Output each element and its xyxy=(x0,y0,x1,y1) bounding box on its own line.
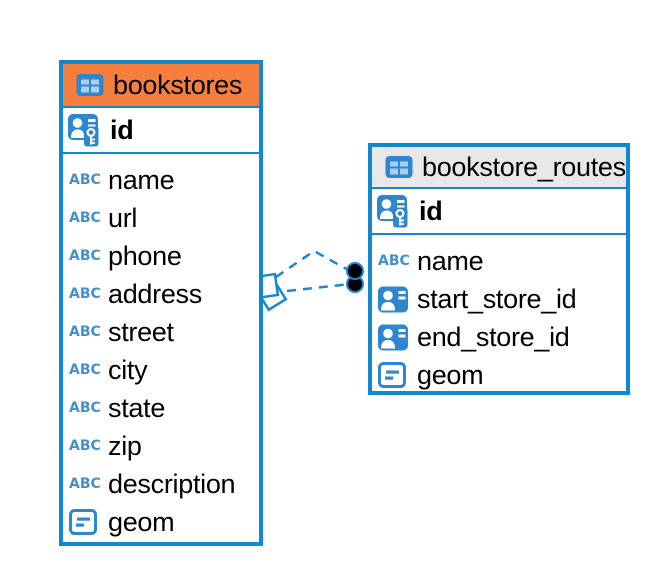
table-bookstores[interactable]: bookstores id ABC xyxy=(59,60,263,546)
column-row-zip[interactable]: ABC zip xyxy=(63,427,259,465)
table-bookstore-routes[interactable]: bookstore_routes id xyxy=(368,143,630,395)
text-type-icon: ABC xyxy=(69,362,101,378)
column-row-state[interactable]: ABC state xyxy=(63,389,259,427)
column-name: geom xyxy=(108,506,175,537)
relationship-connector[interactable] xyxy=(252,249,364,312)
relationship-line-upper[interactable] xyxy=(275,249,353,279)
table-bookstore-routes-header[interactable]: bookstore_routes xyxy=(372,147,626,189)
dot-end-marker xyxy=(346,262,364,293)
column-name: zip xyxy=(108,430,142,461)
table-bookstores-columns: ABC name ABC url ABC phone ABC address A… xyxy=(63,154,259,541)
primary-key-icon xyxy=(68,113,104,147)
column-row-city[interactable]: ABC city xyxy=(63,351,259,389)
text-type-icon: ABC xyxy=(69,286,101,302)
column-name: state xyxy=(108,392,166,423)
table-title: bookstores xyxy=(113,69,243,100)
column-name: city xyxy=(108,354,148,385)
text-type-icon: ABC xyxy=(378,253,410,269)
column-row-id[interactable]: id xyxy=(372,189,626,235)
table-icon xyxy=(385,154,413,180)
column-name: geom xyxy=(417,359,484,390)
relationship-line-lower[interactable] xyxy=(286,282,351,293)
text-type-icon: ABC xyxy=(69,476,101,492)
foreign-key-type-icon xyxy=(378,324,409,351)
column-name: address xyxy=(108,278,202,309)
column-name: phone xyxy=(108,240,182,271)
table-bookstore-routes-columns: ABC name start_store_id xyxy=(372,235,626,391)
column-name: street xyxy=(108,316,174,347)
text-type-icon: ABC xyxy=(69,172,101,188)
column-row-description[interactable]: ABC description xyxy=(63,465,259,503)
column-row-name[interactable]: ABC name xyxy=(372,242,626,280)
column-name: name xyxy=(417,245,484,276)
column-name: end_store_id xyxy=(417,321,570,352)
column-name: name xyxy=(108,164,175,195)
column-row-address[interactable]: ABC address xyxy=(63,275,259,313)
column-row-end-store-id[interactable]: end_store_id xyxy=(372,318,626,356)
column-row-start-store-id[interactable]: start_store_id xyxy=(372,280,626,318)
column-row-street[interactable]: ABC street xyxy=(63,313,259,351)
column-row-geom[interactable]: geom xyxy=(63,503,259,541)
column-row-phone[interactable]: ABC phone xyxy=(63,237,259,275)
column-row-geom[interactable]: geom xyxy=(372,356,626,391)
table-title: bookstore_routes xyxy=(422,151,626,182)
column-row-name[interactable]: ABC name xyxy=(63,161,259,199)
column-row-id[interactable]: id xyxy=(63,108,259,154)
column-row-url[interactable]: ABC url xyxy=(63,199,259,237)
column-name: start_store_id xyxy=(417,283,577,314)
primary-key-icon xyxy=(377,194,413,228)
column-name: description xyxy=(108,468,236,499)
text-type-icon: ABC xyxy=(69,400,101,416)
text-type-icon: ABC xyxy=(69,324,101,340)
table-icon xyxy=(76,72,104,98)
column-name: url xyxy=(108,202,138,233)
column-name: id xyxy=(110,114,134,145)
text-type-icon: ABC xyxy=(69,438,101,454)
table-bookstores-header[interactable]: bookstores xyxy=(63,64,259,108)
text-type-icon: ABC xyxy=(69,248,101,264)
text-type-icon: ABC xyxy=(69,210,101,226)
column-name: id xyxy=(419,195,443,226)
geometry-type-icon xyxy=(378,362,409,388)
foreign-key-type-icon xyxy=(378,286,409,313)
geometry-type-icon xyxy=(69,509,100,535)
